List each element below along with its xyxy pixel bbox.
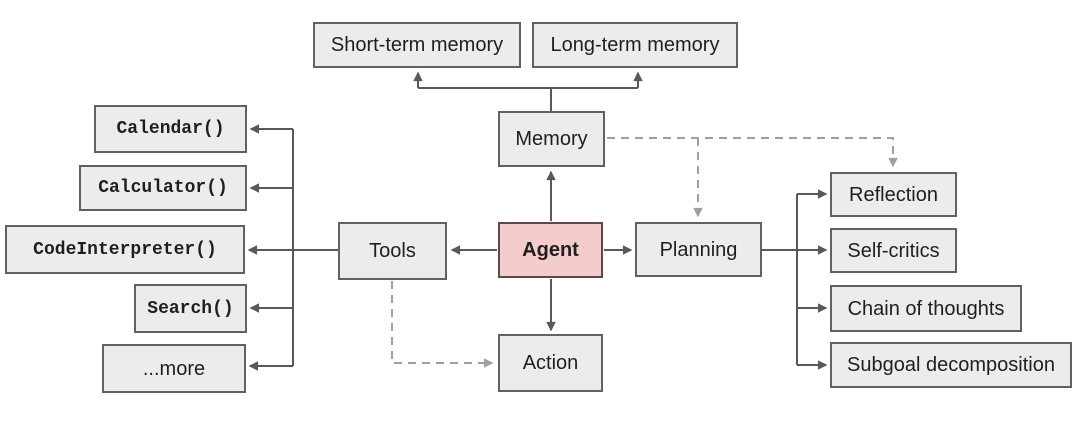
node-more-tools: ...more: [102, 344, 246, 393]
node-self-critics: Self-critics: [830, 228, 957, 273]
node-short-term-memory: Short-term memory: [313, 22, 521, 68]
node-memory: Memory: [498, 111, 605, 167]
node-search-tool: Search(): [134, 284, 247, 333]
solid-edges: [247, 71, 828, 371]
node-long-term-memory: Long-term memory: [532, 22, 738, 68]
dashed-edges: [391, 137, 898, 368]
node-tools: Tools: [338, 222, 447, 280]
node-planning: Planning: [635, 222, 762, 277]
node-calendar-tool: Calendar(): [94, 105, 247, 153]
node-calculator-tool: Calculator(): [79, 165, 247, 211]
node-chain-of-thoughts: Chain of thoughts: [830, 285, 1022, 332]
node-subgoal-decomposition: Subgoal decomposition: [830, 342, 1072, 388]
node-action: Action: [498, 334, 603, 392]
node-agent: Agent: [498, 222, 603, 278]
node-code-interpreter-tool: CodeInterpreter(): [5, 225, 245, 274]
node-reflection: Reflection: [830, 172, 957, 217]
